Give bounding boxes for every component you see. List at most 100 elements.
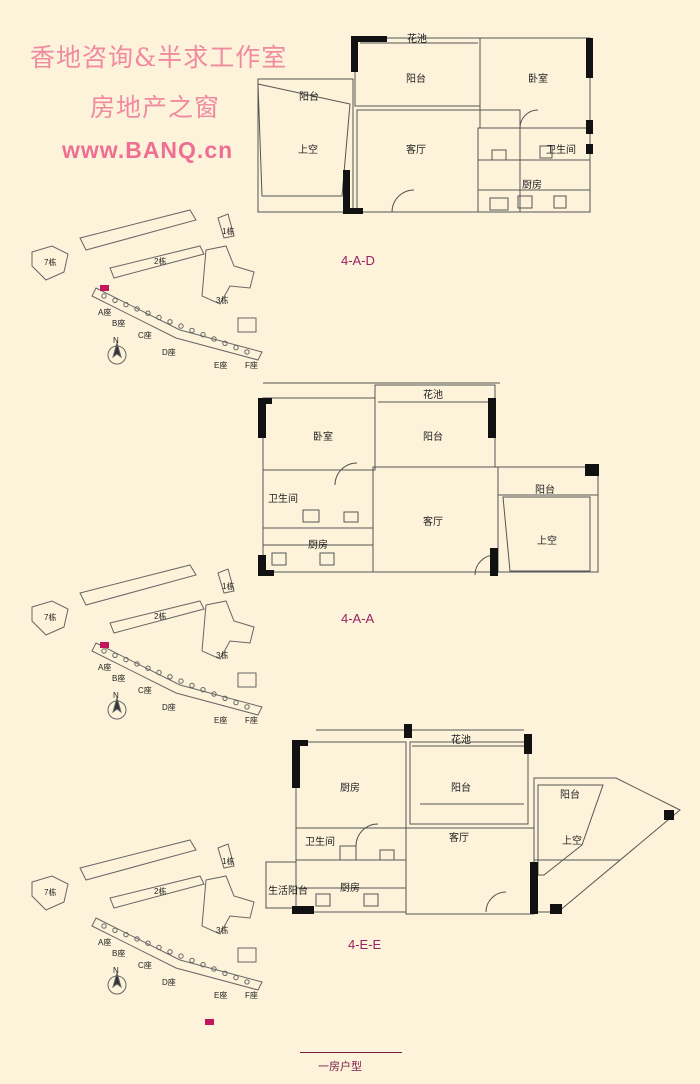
room-side-balcony: 阳台 <box>535 485 555 496</box>
label-building-1: 1栋 <box>222 857 235 866</box>
room-bathroom: 卫生间 <box>305 837 335 848</box>
site-building-2 <box>79 564 197 606</box>
label-building-2: 2栋 <box>154 887 167 896</box>
site-unit <box>222 695 228 701</box>
plan-code: 4-A-A <box>341 611 375 626</box>
site-unit <box>167 319 173 325</box>
label-block: F座 <box>245 716 258 725</box>
room-balcony: 阳台 <box>423 432 443 443</box>
site-unit <box>112 927 118 933</box>
room-living: 客厅 <box>449 833 469 844</box>
site-unit <box>167 949 173 955</box>
site-unit <box>233 699 239 706</box>
north-label: N <box>113 336 119 345</box>
watermark-line1: 香地咨询&半求工作室 <box>30 43 288 72</box>
room-kitchen: 厨房 <box>340 883 360 894</box>
label-building-3: 3栋 <box>216 296 229 305</box>
label-block: D座 <box>162 348 176 357</box>
room-living: 客厅 <box>406 145 426 156</box>
label-building-3: 3栋 <box>216 651 229 660</box>
site-highlight <box>100 642 109 648</box>
site-unit <box>233 344 239 351</box>
site-building-7 <box>31 245 69 281</box>
footer-label: 一房户型 <box>318 1060 362 1073</box>
site-building-3 <box>201 875 255 935</box>
label-building-2: 2栋 <box>154 257 167 266</box>
room-side-balcony: 阳台 <box>299 92 319 103</box>
site-building-7 <box>31 875 69 911</box>
label-block: F座 <box>245 361 258 370</box>
site-building-3 <box>201 245 255 305</box>
site-unit <box>134 306 140 312</box>
label-building-7: 7栋 <box>44 258 57 267</box>
north-arrow-pointer <box>112 341 122 359</box>
label-block: A座 <box>98 663 112 672</box>
room-balcony: 阳台 <box>451 783 471 794</box>
label-block: A座 <box>98 308 112 317</box>
site-unit <box>145 665 151 671</box>
site-block-row <box>91 917 263 991</box>
site-unit <box>123 656 129 663</box>
site-unit <box>101 923 107 929</box>
north-label: N <box>113 966 119 975</box>
floorplan-4-a-a <box>262 382 599 576</box>
label-building-2: 2栋 <box>154 612 167 621</box>
site-unit <box>200 962 206 968</box>
room-void: 上空 <box>298 145 318 156</box>
site-building-2b <box>109 245 205 279</box>
site-unit <box>178 678 184 684</box>
site-unit <box>145 940 151 946</box>
floorplan-4-a-d-walls <box>343 36 593 214</box>
site-building-2 <box>79 209 197 251</box>
label-building-7: 7栋 <box>44 613 57 622</box>
site-unit <box>156 314 162 321</box>
label-building-7: 7栋 <box>44 888 57 897</box>
site-unit <box>123 931 129 938</box>
room-garden: 花池 <box>451 735 471 746</box>
site-building-1 <box>217 568 235 594</box>
site-building-3 <box>201 600 255 660</box>
room-void: 上空 <box>562 836 582 847</box>
site-building-1 <box>217 213 235 239</box>
room-kitchen: 厨房 <box>308 540 328 551</box>
room-garden: 花池 <box>407 34 427 45</box>
label-block: C座 <box>138 331 152 340</box>
site-highlight <box>100 285 109 291</box>
label-block: C座 <box>138 961 152 970</box>
room-bedroom: 卧室 <box>313 432 333 443</box>
site-block-row <box>91 642 263 716</box>
label-block: E座 <box>214 991 228 1000</box>
room-void: 上空 <box>537 536 557 547</box>
site-unit <box>112 652 118 658</box>
site-building-2 <box>79 839 197 881</box>
room-garden: 花池 <box>423 390 443 401</box>
site-unit <box>244 349 250 355</box>
site-unit <box>200 332 206 338</box>
site-building-2b <box>109 600 205 634</box>
site-unit <box>134 661 140 667</box>
footer-rule <box>300 1052 402 1053</box>
site-unit <box>112 297 118 303</box>
site-unit <box>101 293 107 299</box>
floorplan-4-a-a-walls <box>258 398 599 576</box>
site-unit <box>145 310 151 316</box>
room-bathroom: 卫生间 <box>268 494 298 505</box>
site-building-2b <box>109 875 205 909</box>
room-bathroom: 卫生间 <box>546 145 576 156</box>
room-living: 客厅 <box>423 517 443 528</box>
label-block: D座 <box>162 703 176 712</box>
site-unit <box>244 979 250 985</box>
label-block: E座 <box>214 361 228 370</box>
plan-code: 4-A-D <box>341 253 375 268</box>
site-building-1 <box>217 843 235 869</box>
room-balcony: 阳台 <box>406 74 426 85</box>
site-unit <box>211 336 217 342</box>
label-block: B座 <box>112 319 126 328</box>
site-unit <box>178 323 184 329</box>
label-block: E座 <box>214 716 228 725</box>
north-label: N <box>113 691 119 700</box>
site-unit <box>222 970 228 976</box>
site-building-small <box>237 317 257 333</box>
site-unit <box>156 669 162 676</box>
